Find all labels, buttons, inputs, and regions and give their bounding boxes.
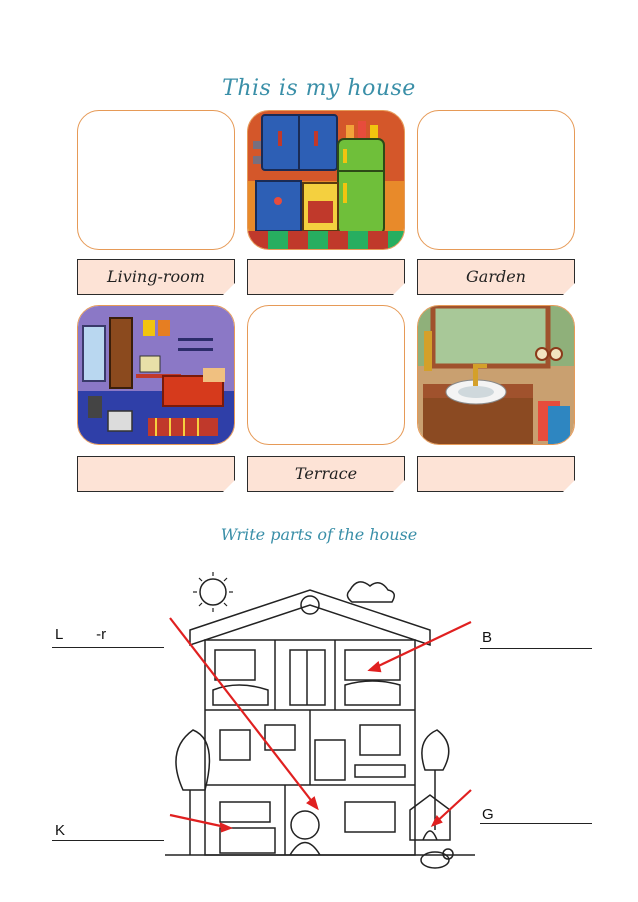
bedroom-illustration bbox=[78, 306, 234, 444]
page-title: This is my house bbox=[222, 76, 416, 101]
bathroom-illustration bbox=[418, 306, 574, 444]
label-box-5[interactable]: Terrace bbox=[247, 456, 405, 492]
label-box-2[interactable] bbox=[247, 259, 405, 295]
card-image-5 bbox=[247, 305, 405, 445]
card-image-kitchen bbox=[247, 110, 405, 250]
answer-right-bottom: G bbox=[482, 806, 494, 823]
section-title: Write parts of the house bbox=[220, 525, 418, 544]
label-box-6[interactable] bbox=[417, 456, 575, 492]
answer-line-left-top[interactable] bbox=[52, 647, 164, 648]
answer-line-right-top[interactable] bbox=[480, 648, 592, 649]
answer-line-right-bottom[interactable] bbox=[480, 823, 592, 824]
card-image-bathroom bbox=[417, 305, 575, 445]
label-box-1[interactable]: Living-room bbox=[77, 259, 235, 295]
arrow-group bbox=[169, 617, 472, 833]
card-image-3 bbox=[417, 110, 575, 250]
label-box-4[interactable] bbox=[77, 456, 235, 492]
answer-left-bottom: K bbox=[55, 822, 66, 839]
card-image-bedroom bbox=[77, 305, 235, 445]
answer-right-top: B bbox=[482, 629, 493, 646]
answer-line-left-bottom[interactable] bbox=[52, 840, 164, 841]
card-image-1 bbox=[77, 110, 235, 250]
answer-left-top: L -r bbox=[55, 626, 107, 643]
label-text: Terrace bbox=[294, 464, 358, 483]
house-line-drawing bbox=[165, 572, 475, 869]
kitchen-illustration bbox=[248, 111, 404, 249]
label-text: Garden bbox=[466, 267, 526, 286]
label-text: Living-room bbox=[107, 267, 205, 286]
label-box-3[interactable]: Garden bbox=[417, 259, 575, 295]
